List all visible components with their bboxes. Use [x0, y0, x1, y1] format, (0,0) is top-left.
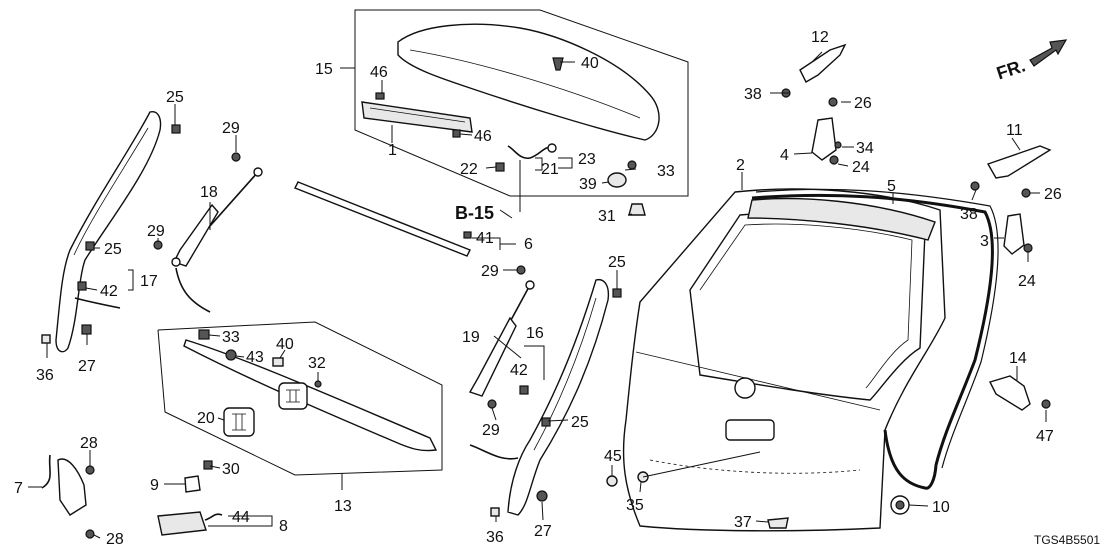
- front-direction-label: FR.: [994, 55, 1028, 83]
- label-part-25b: 25: [104, 241, 122, 258]
- label-part-22: 22: [460, 161, 478, 178]
- tailgate-panel: [622, 188, 946, 532]
- rear-spoiler: [397, 23, 660, 141]
- label-part-9: 9: [150, 477, 159, 494]
- roof-molding-strip: [294, 181, 472, 257]
- right-side-garnish: [469, 278, 622, 517]
- label-part-29b: 29: [147, 223, 165, 240]
- label-part-17: 17: [140, 273, 158, 290]
- part-labels: 1 2 3 4 5 6 7 8 9 10 11 12 13 14 15 16 1…: [14, 29, 1100, 548]
- label-part-6: 6: [524, 236, 533, 253]
- label-part-40b: 40: [276, 336, 294, 353]
- right-gas-strut: [468, 265, 535, 409]
- label-part-33b: 33: [657, 163, 675, 180]
- label-part-28b: 28: [106, 531, 124, 548]
- left-gas-strut: [153, 152, 263, 313]
- label-part-45: 45: [604, 448, 622, 465]
- label-part-4: 4: [780, 147, 789, 164]
- tailgate-weatherstrip: [751, 188, 999, 490]
- label-part-13: 13: [334, 498, 352, 515]
- label-part-39: 39: [579, 176, 597, 193]
- section-reference-label: B-15: [455, 203, 494, 223]
- label-part-35: 35: [626, 497, 644, 514]
- label-part-46a: 46: [370, 64, 388, 81]
- label-part-10: 10: [932, 499, 950, 516]
- label-part-36a: 36: [36, 367, 54, 384]
- label-part-34: 34: [856, 140, 874, 157]
- label-part-8: 8: [279, 518, 288, 535]
- label-part-36b: 36: [486, 529, 504, 546]
- label-part-16: 16: [526, 325, 544, 342]
- label-part-15: 15: [315, 61, 333, 78]
- tailgate-latch: [41, 454, 95, 539]
- label-part-25c: 25: [608, 254, 626, 271]
- label-part-42b: 42: [510, 362, 528, 379]
- tailgate-garnish-bar: [183, 339, 438, 452]
- label-part-43: 43: [246, 349, 264, 366]
- label-part-25d: 25: [571, 414, 589, 431]
- label-part-42a: 42: [100, 283, 118, 300]
- hinge-covers: [781, 43, 1052, 191]
- label-part-18: 18: [200, 184, 218, 201]
- license-light: [157, 460, 223, 536]
- label-part-19: 19: [462, 329, 480, 346]
- label-part-7: 7: [14, 480, 23, 497]
- spoiler-harness: [507, 143, 557, 212]
- front-direction-arrow: [1029, 39, 1068, 67]
- tailgate-hinges: [811, 97, 1033, 255]
- spoiler-clips: [375, 57, 646, 216]
- label-part-11: 11: [1006, 122, 1023, 139]
- label-part-30: 30: [222, 461, 240, 478]
- spoiler-group-bracket: [340, 9, 689, 197]
- label-part-29d: 29: [482, 422, 500, 439]
- left-side-garnish: [41, 111, 181, 353]
- label-part-21: 21: [541, 161, 559, 178]
- label-part-3: 3: [980, 233, 989, 250]
- label-part-12: 12: [811, 29, 829, 46]
- label-part-14: 14: [1009, 350, 1027, 367]
- label-part-47: 47: [1036, 428, 1054, 445]
- label-part-33a: 33: [222, 329, 240, 346]
- label-part-31: 31: [598, 208, 616, 225]
- garnish-clips: [198, 329, 322, 388]
- label-part-28a: 28: [80, 435, 98, 452]
- label-part-46b: 46: [474, 128, 492, 145]
- label-part-23: 23: [578, 151, 596, 168]
- label-part-40a: 40: [581, 55, 599, 72]
- label-part-29a: 29: [222, 120, 240, 137]
- label-part-27a: 27: [78, 358, 96, 375]
- label-part-2: 2: [736, 157, 745, 174]
- label-part-27b: 27: [534, 523, 552, 540]
- label-part-1: 1: [388, 142, 397, 159]
- label-part-24a: 24: [852, 159, 870, 176]
- label-part-38a: 38: [744, 86, 762, 103]
- tailgate-striker: [989, 375, 1051, 411]
- label-part-37: 37: [734, 514, 752, 531]
- leader-lines: [28, 51, 1047, 539]
- label-part-29c: 29: [481, 263, 499, 280]
- label-part-38b: 38: [960, 206, 978, 223]
- diagram-code: TGS4B5501: [1034, 533, 1100, 547]
- label-part-24b: 24: [1018, 273, 1036, 290]
- bottom-fasteners: [606, 471, 910, 529]
- label-part-26a: 26: [854, 95, 872, 112]
- honda-emblem: [223, 407, 255, 437]
- label-part-20: 20: [197, 410, 215, 427]
- garnish-group-bracket: [157, 321, 443, 490]
- label-part-32: 32: [308, 355, 326, 372]
- label-part-26b: 26: [1044, 186, 1062, 203]
- high-mount-brake-light: [361, 101, 473, 143]
- label-part-44: 44: [232, 509, 250, 526]
- label-part-25a: 25: [166, 89, 184, 106]
- label-part-41: 41: [476, 230, 494, 247]
- label-part-5: 5: [887, 178, 896, 195]
